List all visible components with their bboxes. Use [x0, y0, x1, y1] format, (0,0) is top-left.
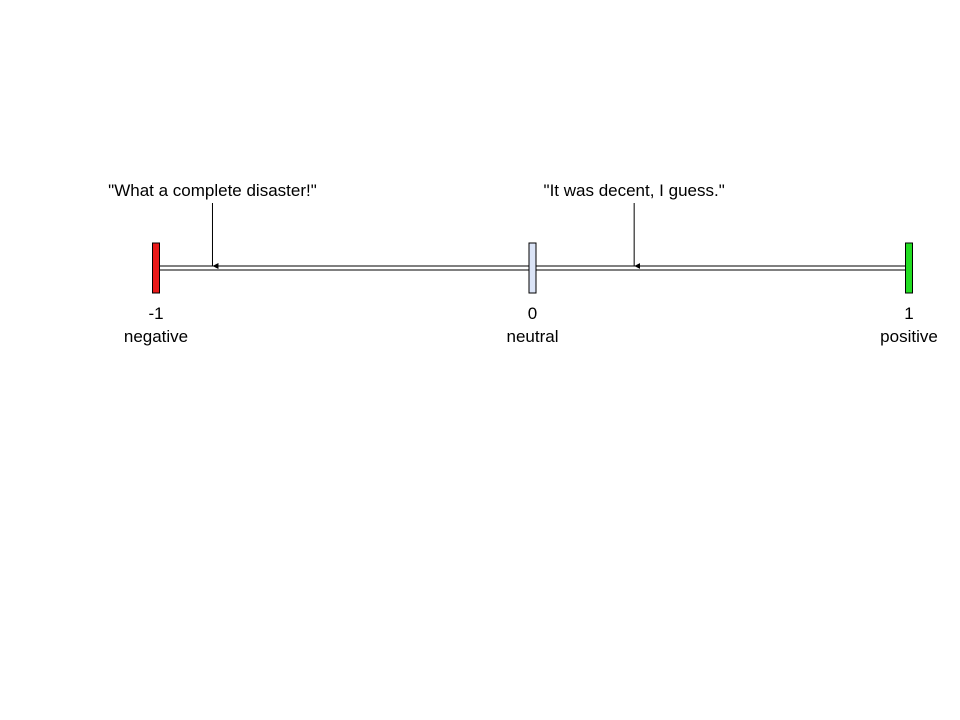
marker-value-negative: -1 — [148, 304, 163, 323]
marker-label-positive: positive — [880, 327, 938, 346]
marker-label-negative: negative — [124, 327, 188, 346]
marker-negative — [152, 242, 160, 294]
marker-positive — [905, 242, 913, 294]
marker-label-neutral: neutral — [507, 327, 559, 346]
scale-markers: -1 negative 0 neutral 1 positive — [124, 242, 938, 346]
annotation-text: "What a complete disaster!" — [108, 181, 317, 200]
marker-value-positive: 1 — [904, 304, 913, 323]
marker-value-neutral: 0 — [528, 304, 537, 323]
marker-neutral — [528, 242, 537, 294]
sentence-annotations: "What a complete disaster!" "It was decen… — [108, 181, 725, 269]
annotation-text: "It was decent, I guess." — [544, 181, 725, 200]
